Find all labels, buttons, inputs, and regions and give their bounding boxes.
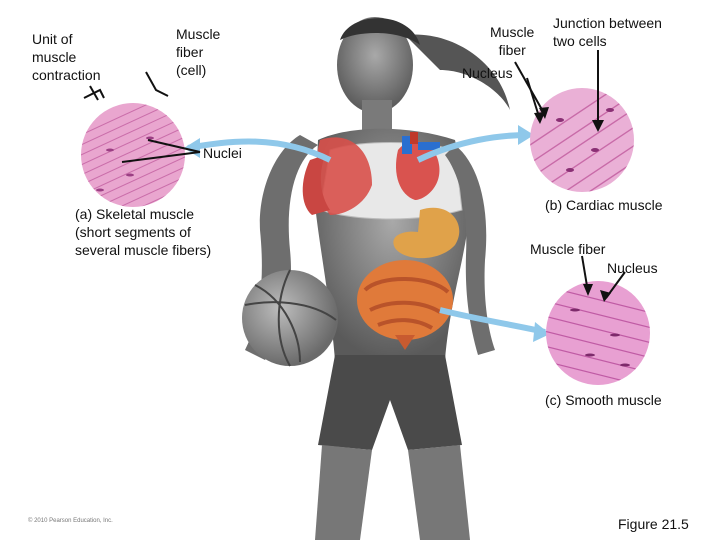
copyright-notice: © 2010 Pearson Education, Inc. <box>28 518 113 524</box>
figure-reference: Figure 21.5 <box>618 516 689 532</box>
label-unit-of-contraction: Unit of muscle contraction <box>32 31 101 83</box>
stomach <box>393 207 460 259</box>
label-nuclei: Nuclei <box>203 145 242 161</box>
smooth-muscle-micrograph <box>546 281 650 385</box>
label-cardiac-fiber: Muscle fiber <box>490 24 535 58</box>
basketball <box>242 269 338 367</box>
label-smooth-fiber: Muscle fiber <box>530 241 606 257</box>
arrow-to-skeletal <box>187 138 332 163</box>
caption-skeletal: (a) Skeletal muscle (short segments of s… <box>75 206 212 258</box>
label-cardiac-nucleus: Nucleus <box>462 65 513 81</box>
caption-smooth: (c) Smooth muscle <box>545 392 662 408</box>
intestines <box>357 260 453 350</box>
arrow-to-smooth <box>439 307 546 335</box>
leader-arrowheads <box>534 107 611 302</box>
caption-cardiac: (b) Cardiac muscle <box>545 197 663 213</box>
label-skeletal-fiber: Muscle fiber (cell) <box>176 26 221 78</box>
label-junction: Junction between two cells <box>553 15 662 49</box>
label-smooth-nucleus: Nucleus <box>607 260 658 276</box>
